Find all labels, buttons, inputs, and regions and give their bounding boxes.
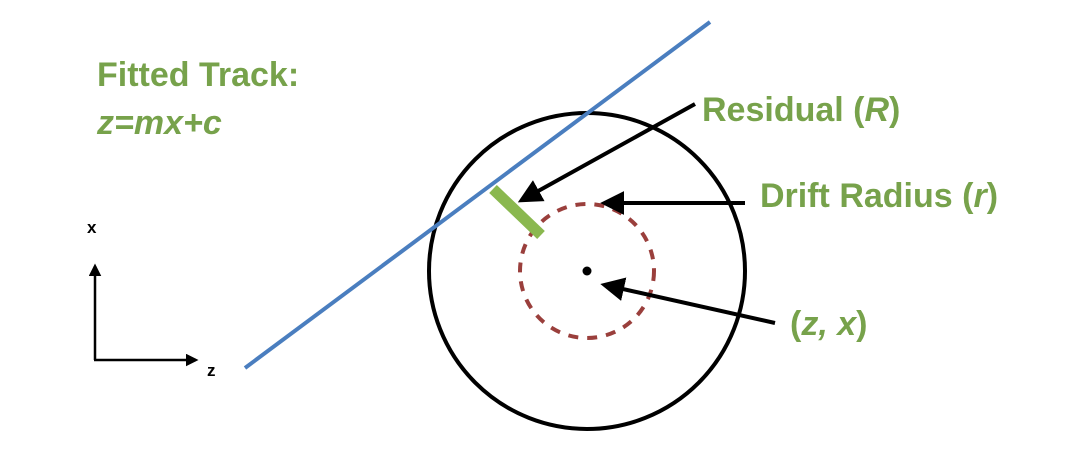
fitted-track-line — [243, 20, 712, 370]
z-axis-label: z — [207, 361, 216, 380]
drift-radius-label: Drift Radius (r) — [760, 179, 998, 213]
residual-label: Residual (R) — [702, 93, 900, 127]
center-arrow — [600, 277, 776, 325]
wire-center-dot — [582, 266, 592, 276]
center-close: ) — [856, 305, 868, 343]
drift-radius-symbol: r — [973, 177, 987, 215]
residual-arrow — [517, 102, 696, 203]
residual-bar — [489, 185, 545, 239]
x-axis-label: x — [87, 218, 97, 237]
center-coordinate-label: (z, x) — [790, 307, 867, 341]
center-open: ( — [790, 305, 802, 343]
drift-radius-close: ) — [986, 177, 999, 215]
residual-label-text: Residual ( — [702, 91, 865, 129]
residual-close: ) — [889, 91, 901, 129]
center-symbol: z, x — [801, 305, 857, 343]
fitted-track-title: Fitted Track: — [97, 56, 300, 94]
drift-radius-label-text: Drift Radius ( — [760, 177, 974, 215]
residual-symbol: R — [864, 91, 890, 129]
fitted-track-equation: z=mx+c — [97, 104, 222, 142]
drift-radius-circle — [518, 202, 656, 340]
